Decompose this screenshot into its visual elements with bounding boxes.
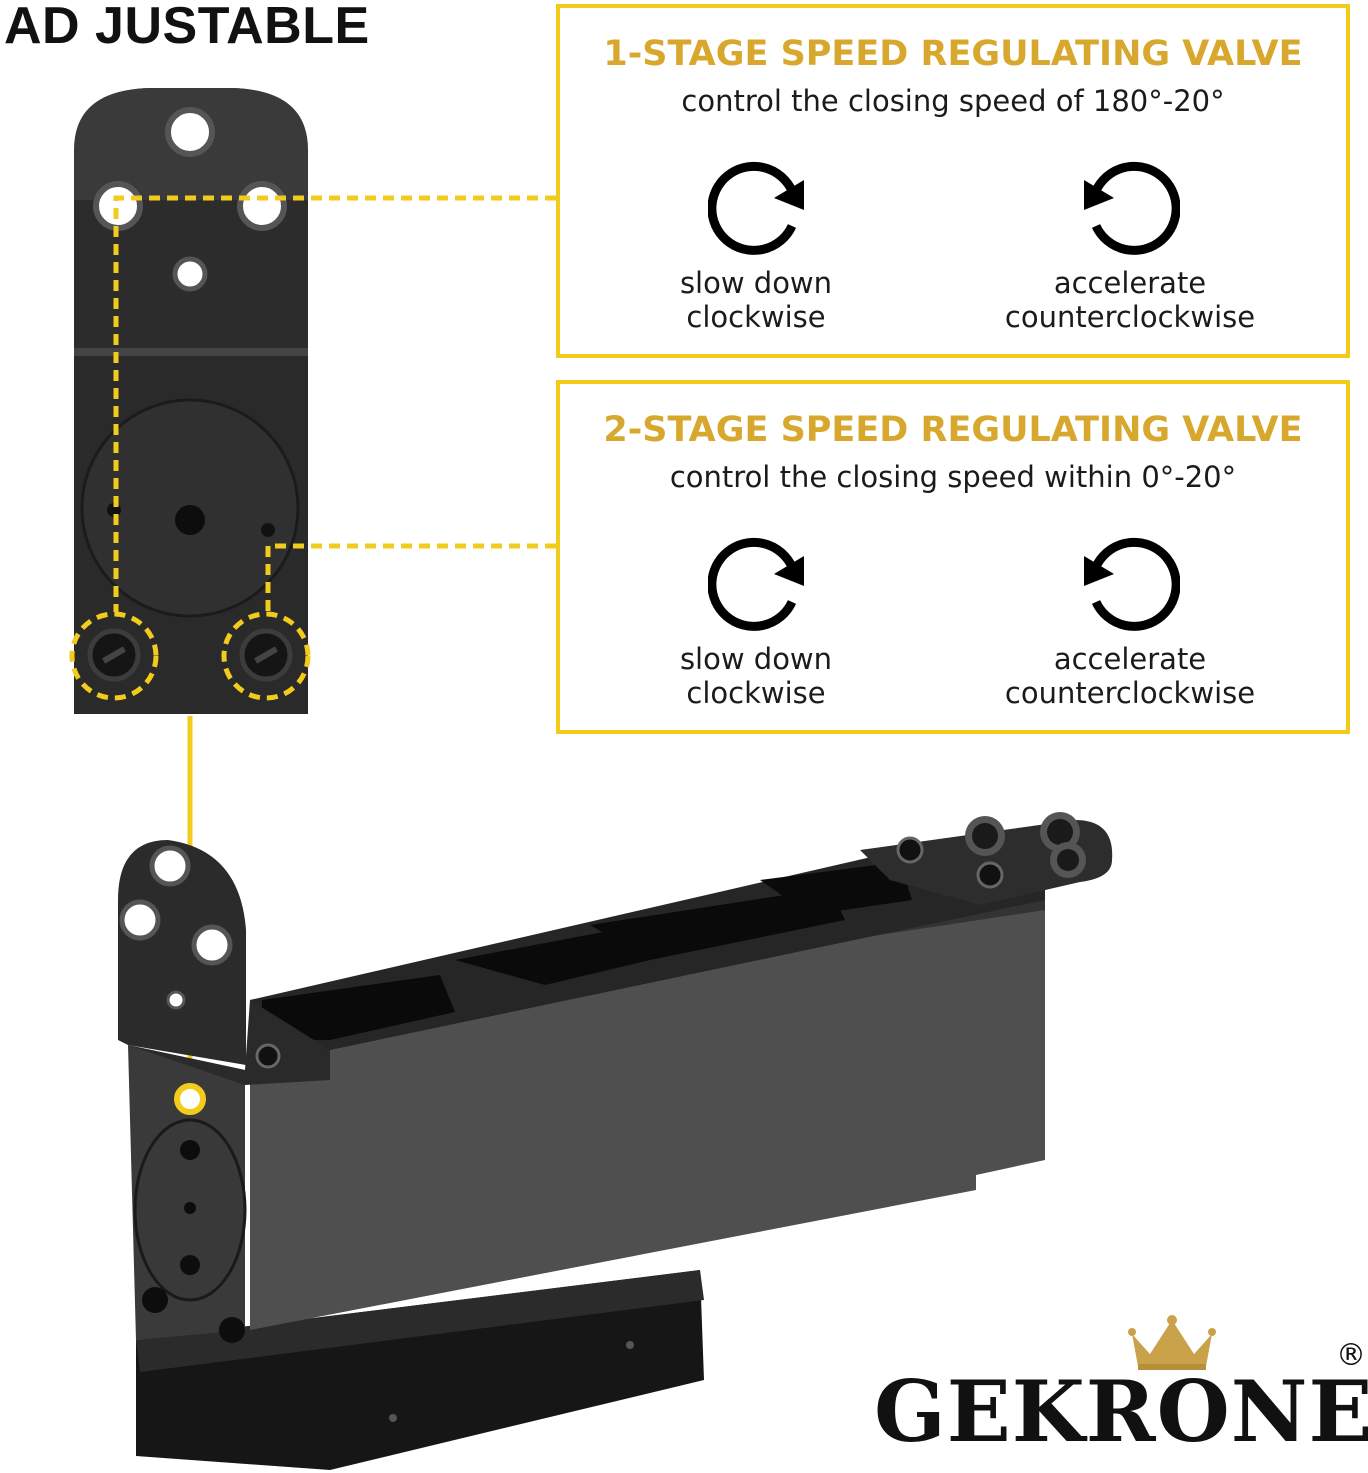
valve-subtitle: control the closing speed within 0°-20° — [669, 460, 1237, 494]
clockwise-arrow-icon — [708, 161, 804, 255]
counterclockwise-arrow-icon — [1084, 537, 1180, 631]
valve-title: 2-STAGE SPEED REGULATING VALVE — [603, 410, 1303, 450]
pivot-marker — [174, 1083, 206, 1115]
clockwise-label: slow down clockwise — [679, 266, 833, 334]
brand-name: GEKRONE — [874, 1362, 1368, 1461]
counterclockwise-label: accelerate counterclockwise — [1004, 266, 1256, 334]
valve-title: 1-STAGE SPEED REGULATING VALVE — [603, 34, 1303, 74]
brand-logo: GEKRONE ® — [874, 1308, 1368, 1461]
callout-lines — [69, 195, 556, 701]
valve-card-stage2: 2-STAGE SPEED REGULATING VALVE control t… — [556, 380, 1350, 734]
counterclockwise-arrow-icon — [1084, 161, 1180, 255]
counterclockwise-label: accelerate counterclockwise — [1004, 642, 1256, 710]
hinge-plate-detail — [74, 88, 308, 714]
clockwise-label: slow down clockwise — [679, 642, 833, 710]
floor-hinge-device — [118, 812, 1113, 1470]
registered-mark: ® — [1336, 1338, 1366, 1373]
headline: AD JUSTABLE — [4, 0, 370, 55]
clockwise-arrow-icon — [708, 537, 804, 631]
valve-subtitle: control the closing speed of 180°-20° — [681, 84, 1225, 118]
crown-icon — [1128, 1315, 1216, 1370]
valve-card-stage1: 1-STAGE SPEED REGULATING VALVE control t… — [556, 4, 1350, 358]
